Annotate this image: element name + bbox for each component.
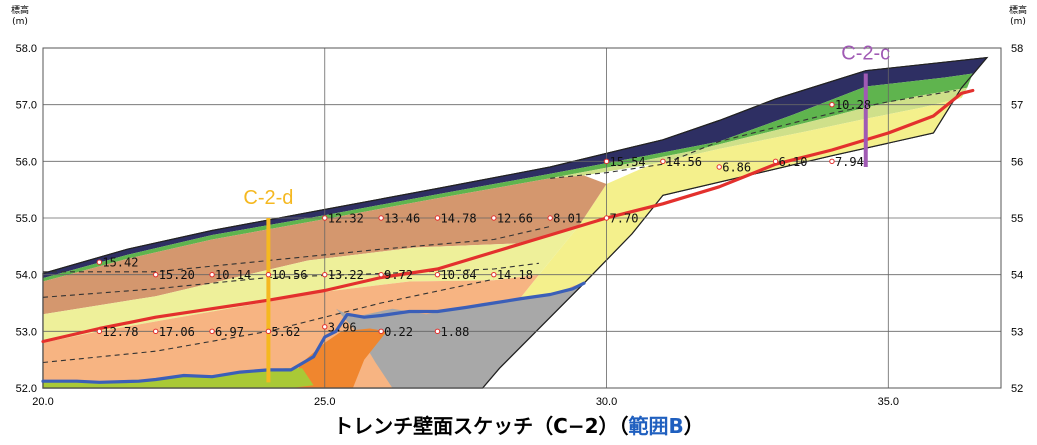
x-tick-label: 25.0: [314, 396, 335, 408]
y-tick-label-right: 54: [1011, 270, 1023, 282]
sample-point-label: 3.96: [328, 320, 357, 334]
y-tick-label-left: 53.0: [16, 326, 37, 338]
sample-point-label: 6.86: [722, 161, 751, 175]
sample-point: [603, 215, 610, 221]
sample-point: [547, 215, 553, 221]
sample-point: [491, 215, 497, 221]
sample-point: [153, 328, 159, 335]
red-boundary-line: [41, 88, 975, 344]
sample-point: [96, 328, 103, 335]
sample-point-label: 14.56: [666, 155, 702, 169]
sample-point: [153, 271, 159, 278]
sample-point: [434, 271, 441, 278]
sample-point: [434, 328, 441, 335]
y-tick-label-left: 52.0: [16, 383, 37, 395]
sample-point-label: 17.06: [159, 325, 195, 339]
sample-point: [96, 259, 103, 265]
y-axis-unit-right: (m): [1010, 17, 1026, 27]
orange-layer: [285, 328, 387, 388]
sample-point-label: 8.01: [553, 212, 582, 226]
dashed-contact-top-right: [550, 89, 956, 179]
sample-point: [322, 324, 328, 330]
sample-point-label: 15.54: [610, 155, 646, 169]
sample-point-label: 1.88: [440, 325, 469, 339]
sample-point: [716, 164, 722, 170]
y-tick-label-right: 53: [1011, 326, 1023, 338]
x-tick-label: 30.0: [596, 396, 617, 408]
y-tick-label-right: 58: [1011, 43, 1023, 55]
figure-caption: トレンチ壁面スケッチ（C−2）（範囲B）: [0, 410, 1037, 439]
caption-end: ）: [683, 414, 704, 438]
sample-point-label: 14.78: [440, 212, 476, 226]
dashed-contact-upper: [43, 225, 551, 273]
caption-main: トレンチ壁面スケッチ（C−2）（: [333, 414, 629, 438]
light-green-layer: [550, 87, 968, 179]
sample-point-label: 10.56: [271, 268, 307, 282]
sample-point: [491, 271, 497, 278]
sample-point: [378, 271, 384, 278]
sample-point: [209, 271, 215, 278]
y-tick-label-left: 54.0: [16, 270, 37, 282]
sample-point: [265, 271, 272, 278]
y-axis-title-left: 標高 (m): [4, 6, 36, 28]
sample-point-label: 12.78: [102, 325, 138, 339]
sample-point: [265, 328, 272, 335]
yellow-layer: [493, 87, 962, 332]
y-tick-label-left: 56.0: [16, 156, 37, 168]
plot-frame: [42, 47, 1002, 389]
sample-point-label: 13.46: [384, 212, 420, 226]
y-axis-unit-left: (m): [12, 17, 28, 27]
caption-highlight: 範囲B: [628, 414, 684, 438]
sample-point-label: 15.20: [159, 268, 195, 282]
sample-point: [322, 271, 328, 278]
y-axis-title-right: 標高 (m): [1002, 6, 1034, 28]
sample-point-label: 9.72: [384, 268, 413, 282]
sample-point-label: 0.22: [384, 325, 413, 339]
sample-point-label: 12.32: [328, 212, 364, 226]
sample-point-label: 6.97: [215, 325, 244, 339]
gray-layer: [336, 283, 584, 388]
sample-point-label: 5.62: [271, 325, 300, 339]
sample-point: [660, 158, 666, 165]
sample-point: [322, 215, 328, 221]
sample-point-label: 14.18: [497, 268, 533, 282]
sample-point: [603, 158, 610, 165]
blue-boundary-line: [41, 281, 586, 384]
sample-point: [434, 215, 441, 221]
y-tick-label-right: 55: [1011, 213, 1023, 225]
column-marker-label: C-2-d: [243, 187, 293, 209]
sample-point-label: 13.22: [328, 268, 364, 282]
y-tick-label-left: 55.0: [16, 213, 37, 225]
sample-point-label: 15.42: [102, 256, 138, 270]
y-tick-label-right: 52: [1011, 383, 1023, 395]
sample-point-label: 12.66: [497, 212, 533, 226]
sample-point-label: 10.28: [835, 98, 871, 112]
green-layer: [43, 73, 973, 282]
y-tick-label-left: 57.0: [16, 100, 37, 112]
sample-point-label: 7.70: [610, 212, 639, 226]
y-tick-label-right: 56: [1011, 156, 1023, 168]
sample-point-label: 7.94: [835, 155, 864, 169]
y-tick-label-left: 58.0: [16, 43, 37, 55]
sample-point: [209, 328, 215, 335]
sample-point: [829, 101, 835, 108]
x-tick-label: 20.0: [32, 396, 53, 408]
sample-point-label: 10.14: [215, 268, 251, 282]
y-axis-title-right-text: 標高: [1008, 6, 1027, 16]
sample-point: [378, 328, 384, 335]
sample-point: [829, 158, 835, 165]
x-tick-label: 35.0: [878, 396, 899, 408]
column-marker-label: C-2-c: [841, 43, 890, 65]
sample-point: [378, 215, 384, 221]
y-tick-label-right: 57: [1011, 100, 1023, 112]
dark-navy-topsoil: [43, 57, 987, 279]
y-axis-title-left-text: 標高: [10, 6, 29, 16]
sample-point-label: 10.84: [440, 268, 476, 282]
sample-point: [772, 158, 779, 165]
sample-point-label: 6.10: [779, 155, 808, 169]
